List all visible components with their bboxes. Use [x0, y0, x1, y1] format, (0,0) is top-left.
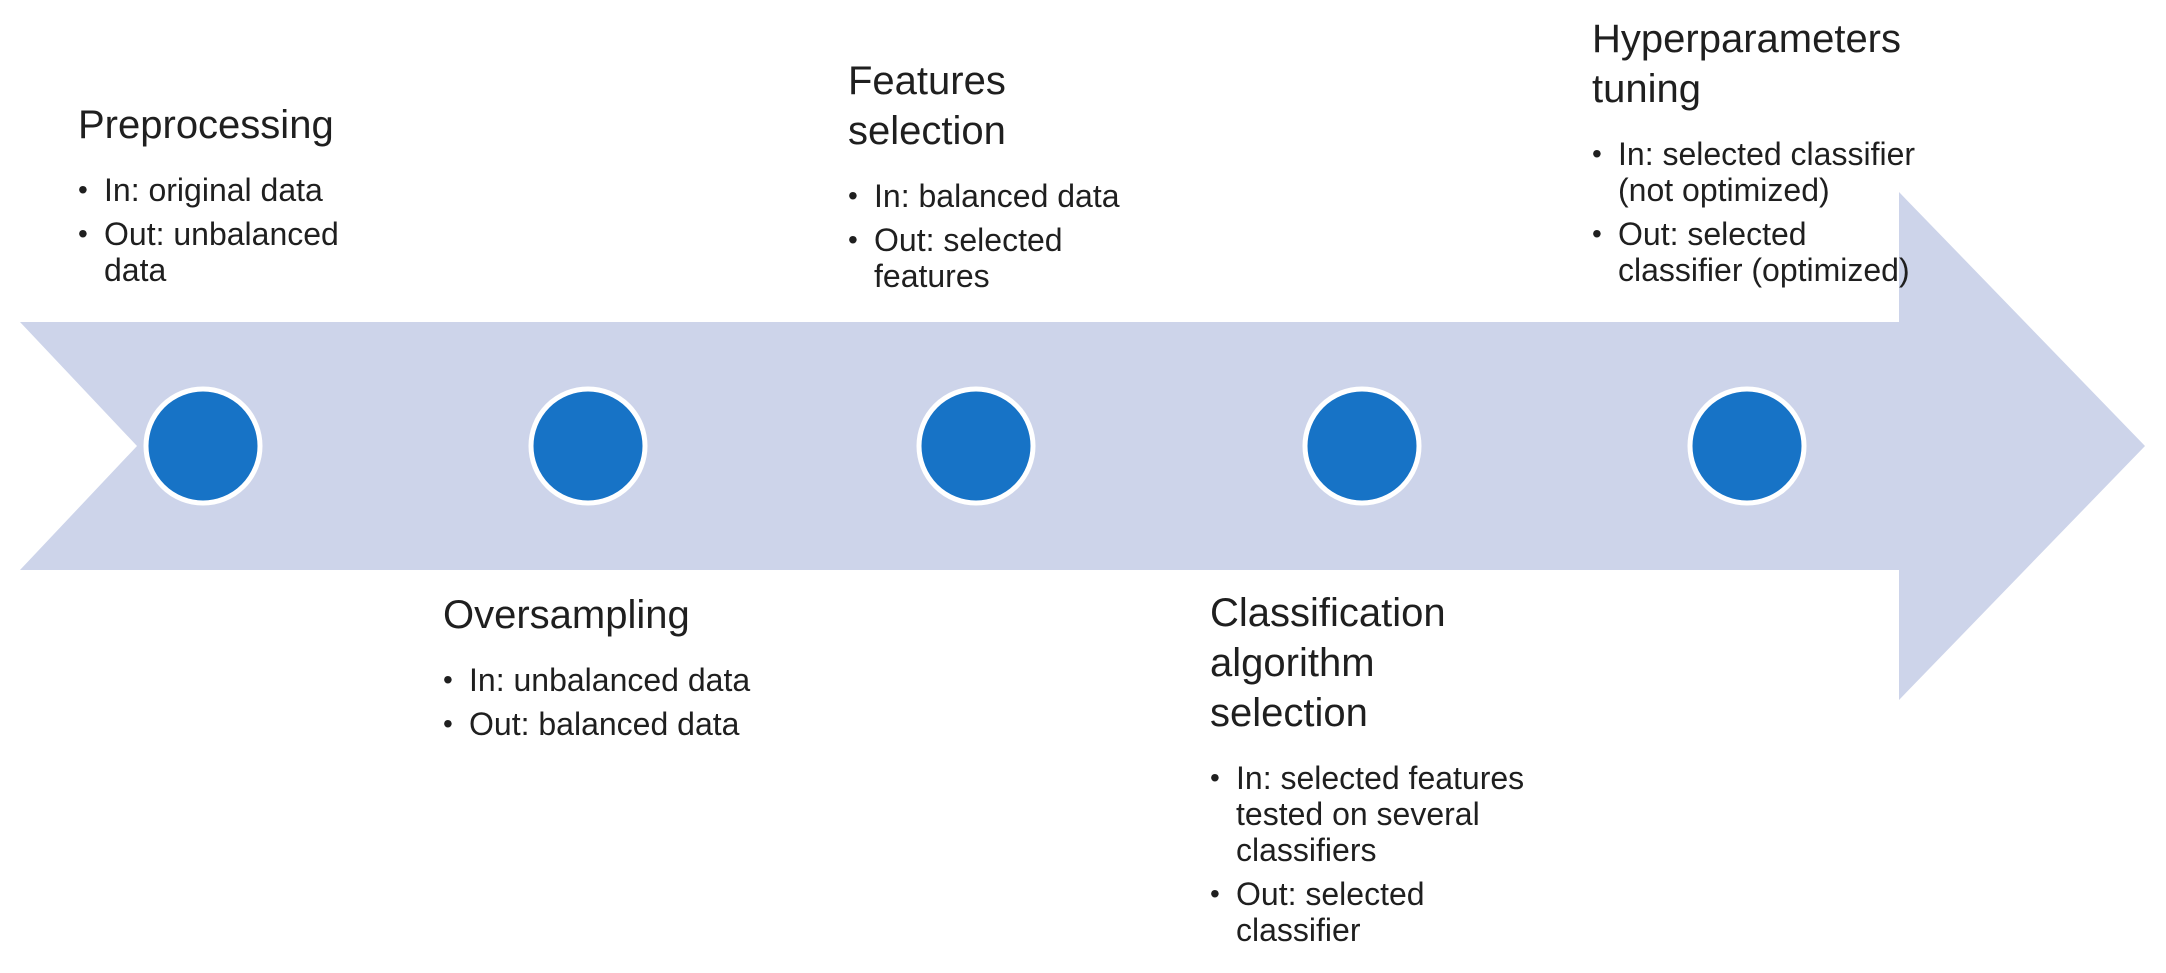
bullet-icon: • [78, 174, 88, 205]
bullet-icon: • [848, 180, 858, 211]
step-title: Classification algorithm selection [1210, 591, 1446, 735]
bullet-icon: • [443, 664, 453, 695]
step-title: Oversampling [443, 593, 690, 637]
step-bullet-item: • In: balanced data [848, 178, 1144, 214]
bullet-text: Out: balanced data [469, 706, 740, 742]
step-bullet-item: • Out: unbalanced data [78, 216, 368, 288]
bullet-icon: • [1592, 218, 1602, 249]
step-title: Preprocessing [78, 103, 334, 147]
step-bullet-item: • Out: selected classifier [1210, 876, 1536, 948]
step-block: Oversampling • In: unbalanced data • Out: ba… [443, 590, 753, 750]
step-bullet-item: • Out: selected features [848, 222, 1144, 294]
step-bullet-item: • In: selected classifier (not optimized) [1592, 136, 1926, 208]
bullet-text: Out: selected classifier (optimized) [1618, 216, 1910, 288]
timeline-node [1302, 386, 1422, 506]
step-block: Features selection • In: balanced data • Out… [848, 56, 1144, 302]
bullet-icon: • [1592, 138, 1602, 169]
bullet-text: Out: selected classifier [1236, 876, 1425, 948]
step-block: Classification algorithm selection • In: s… [1210, 588, 1536, 956]
bullet-text: In: original data [104, 172, 323, 208]
timeline-node [1687, 386, 1807, 506]
timeline-node [143, 386, 263, 506]
step-title: Hyperparameters tuning [1592, 17, 1902, 111]
step-bullet-item: • In: selected features tested on several… [1210, 760, 1536, 868]
step-block: Hyperparameters tuning • In: selected clas… [1592, 14, 1926, 296]
bullet-icon: • [848, 224, 858, 255]
step-block: Preprocessing • In: original data • Out: unb… [78, 100, 368, 296]
bullet-icon: • [1210, 762, 1220, 793]
step-bullets: • In: balanced data • Out: selected feature… [848, 178, 1144, 294]
step-bullets: • In: selected classifier (not optimized)… [1592, 136, 1926, 288]
step-bullet-item: • In: unbalanced data [443, 662, 753, 698]
timeline-node [916, 386, 1036, 506]
bullet-text: In: selected classifier (not optimized) [1618, 136, 1916, 208]
step-bullet-item: • Out: balanced data [443, 706, 753, 742]
bullet-icon: • [443, 708, 453, 739]
bullet-text: In: unbalanced data [469, 662, 751, 698]
bullet-icon: • [78, 218, 88, 249]
bullet-text: In: selected features tested on several … [1236, 760, 1525, 868]
process-arrow [20, 192, 2145, 700]
step-bullet-item: • Out: selected classifier (optimized) [1592, 216, 1926, 288]
step-bullets: • In: selected features tested on several… [1210, 760, 1536, 948]
step-title: Features selection [848, 59, 1006, 153]
step-bullet-item: • In: original data [78, 172, 368, 208]
bullet-icon: • [1210, 878, 1220, 909]
timeline-node [528, 386, 648, 506]
bullet-text: Out: unbalanced data [104, 216, 339, 288]
step-bullets: • In: unbalanced data • Out: balanced data [443, 662, 753, 742]
bullet-text: In: balanced data [874, 178, 1120, 214]
bullet-text: Out: selected features [874, 222, 1063, 294]
step-bullets: • In: original data • Out: unbalanced data [78, 172, 368, 288]
